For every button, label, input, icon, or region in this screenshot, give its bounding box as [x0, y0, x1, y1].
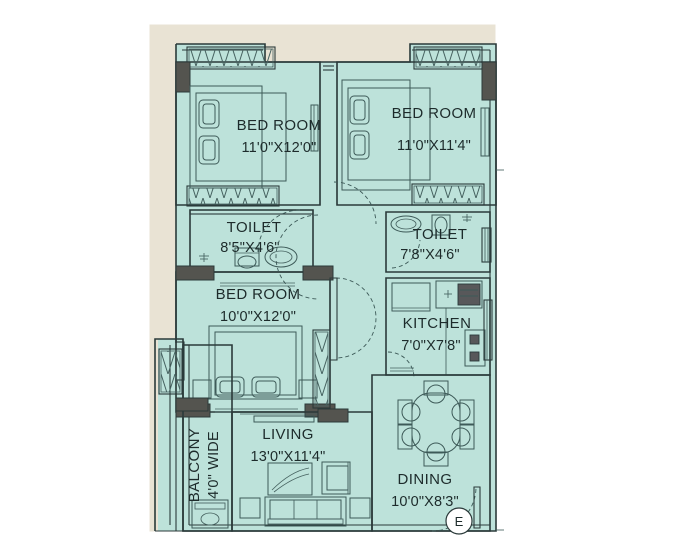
wall-block-living [317, 408, 349, 423]
room-dimensions-balcony: 4'0" WIDE [206, 431, 222, 499]
room-dimensions-bedroom-3: 10'0"X12'0" [220, 309, 296, 325]
window-bedroom-1-top [186, 46, 276, 70]
wardrobe-balcony [158, 348, 183, 395]
door-swing-entry [431, 486, 477, 532]
shower-toilet-1 [199, 253, 209, 262]
window-bedroom-2-top [413, 46, 483, 70]
dining-chair-5 [451, 399, 475, 425]
window-bedroom-2-bottom [411, 183, 485, 206]
window-toilet-2 [481, 227, 492, 263]
room-label-balcony: BALCONY [186, 428, 203, 503]
door-swing-toilet-1 [275, 214, 319, 300]
room-label-bedroom-3: BED ROOM [216, 286, 301, 303]
wall-block-balcony [175, 397, 209, 412]
dining-chair-1 [423, 380, 449, 404]
kitchen-counter [391, 282, 431, 312]
room-label-toilet-1: TOILET [227, 219, 282, 236]
room-label-kitchen: KITCHEN [403, 315, 472, 332]
door-swing-bedroom-2 [333, 181, 377, 225]
room-toilet-2: TOILET 7'8"X4'6" [385, 211, 492, 273]
bedroom-2-bed [341, 79, 431, 191]
room-label-dining: DINING [398, 471, 453, 488]
room-dining: E DINING 10'0"X8'3" [371, 374, 491, 535]
room-label-toilet-2: TOILET [413, 226, 468, 243]
window-kitchen-right [483, 299, 493, 361]
room-dimensions-bedroom-2: 11'0"X11'4" [397, 138, 471, 154]
wardrobe-bedroom-1-right [310, 104, 319, 152]
room-dimensions-living: 13'0"X11'4" [250, 449, 325, 465]
unit-marker-e: E [445, 507, 473, 535]
wardrobe-bedroom-3-right [312, 329, 331, 409]
kitchen-cabinet [464, 329, 486, 367]
door-swings-hall [257, 181, 377, 361]
tv-unit [267, 462, 313, 496]
room-toilet-1: TOILET 8'5"X4'6" [189, 209, 314, 273]
washbasin-toilet-2 [390, 215, 422, 233]
room-dimensions-toilet-2: 7'8"X4'6" [400, 247, 460, 263]
door-swing-kitchen [387, 351, 415, 379]
room-bedroom-2: BED ROOM 11'0"X11'4" [336, 46, 497, 206]
room-dimensions-bedroom-1: 11'0"X12'0" [241, 140, 316, 156]
dining-chair-3 [397, 399, 421, 425]
wall-block-bedroom-1-left [175, 61, 191, 93]
sofa [264, 496, 347, 527]
wall-block-bedroom-3-left [175, 265, 215, 281]
bedroom-1-bed [189, 85, 287, 189]
dining-chair-6 [451, 424, 475, 450]
dining-chairs [397, 380, 475, 467]
console-living [253, 415, 315, 423]
corridor [319, 62, 338, 205]
room-label-living: LIVING [262, 426, 314, 443]
washing-machine [191, 499, 229, 529]
door-swing-bedroom-3 [335, 277, 377, 359]
wall-block-bedroom-2-right [481, 61, 497, 101]
side-table-left [239, 497, 261, 519]
wc-toilet-1 [234, 247, 260, 269]
door-swing-toilet-1b [257, 209, 301, 253]
unit-marker-label: E [455, 514, 464, 529]
wc-toilet-2 [431, 214, 451, 236]
room-dimensions-kitchen: 7'0"X7'8" [401, 338, 461, 354]
armchair [321, 461, 351, 495]
washbasin-toilet-1 [264, 246, 298, 268]
room-label-bedroom-1: BED ROOM [237, 117, 322, 134]
room-kitchen: KITCHEN 7'0"X7'8" [385, 277, 491, 379]
wall-block-bedroom-3-right [302, 265, 334, 281]
room-dimensions-toilet-1: 8'5"X4'6" [220, 240, 280, 256]
side-table-right [349, 497, 371, 519]
dining-chair-2 [423, 442, 449, 467]
kitchen-hob [435, 280, 483, 309]
shower-toilet-2 [462, 214, 472, 222]
door-swing-toilet-2 [391, 239, 421, 269]
dining-chair-4 [397, 424, 421, 450]
wall-ticks [496, 169, 504, 531]
room-living: LIVING 13'0"X11'4" [231, 408, 373, 532]
window-bedroom-1-bottom [186, 185, 280, 207]
room-dimensions-dining: 10'0"X8'3" [391, 494, 459, 510]
room-label-bedroom-2: BED ROOM [392, 105, 477, 122]
